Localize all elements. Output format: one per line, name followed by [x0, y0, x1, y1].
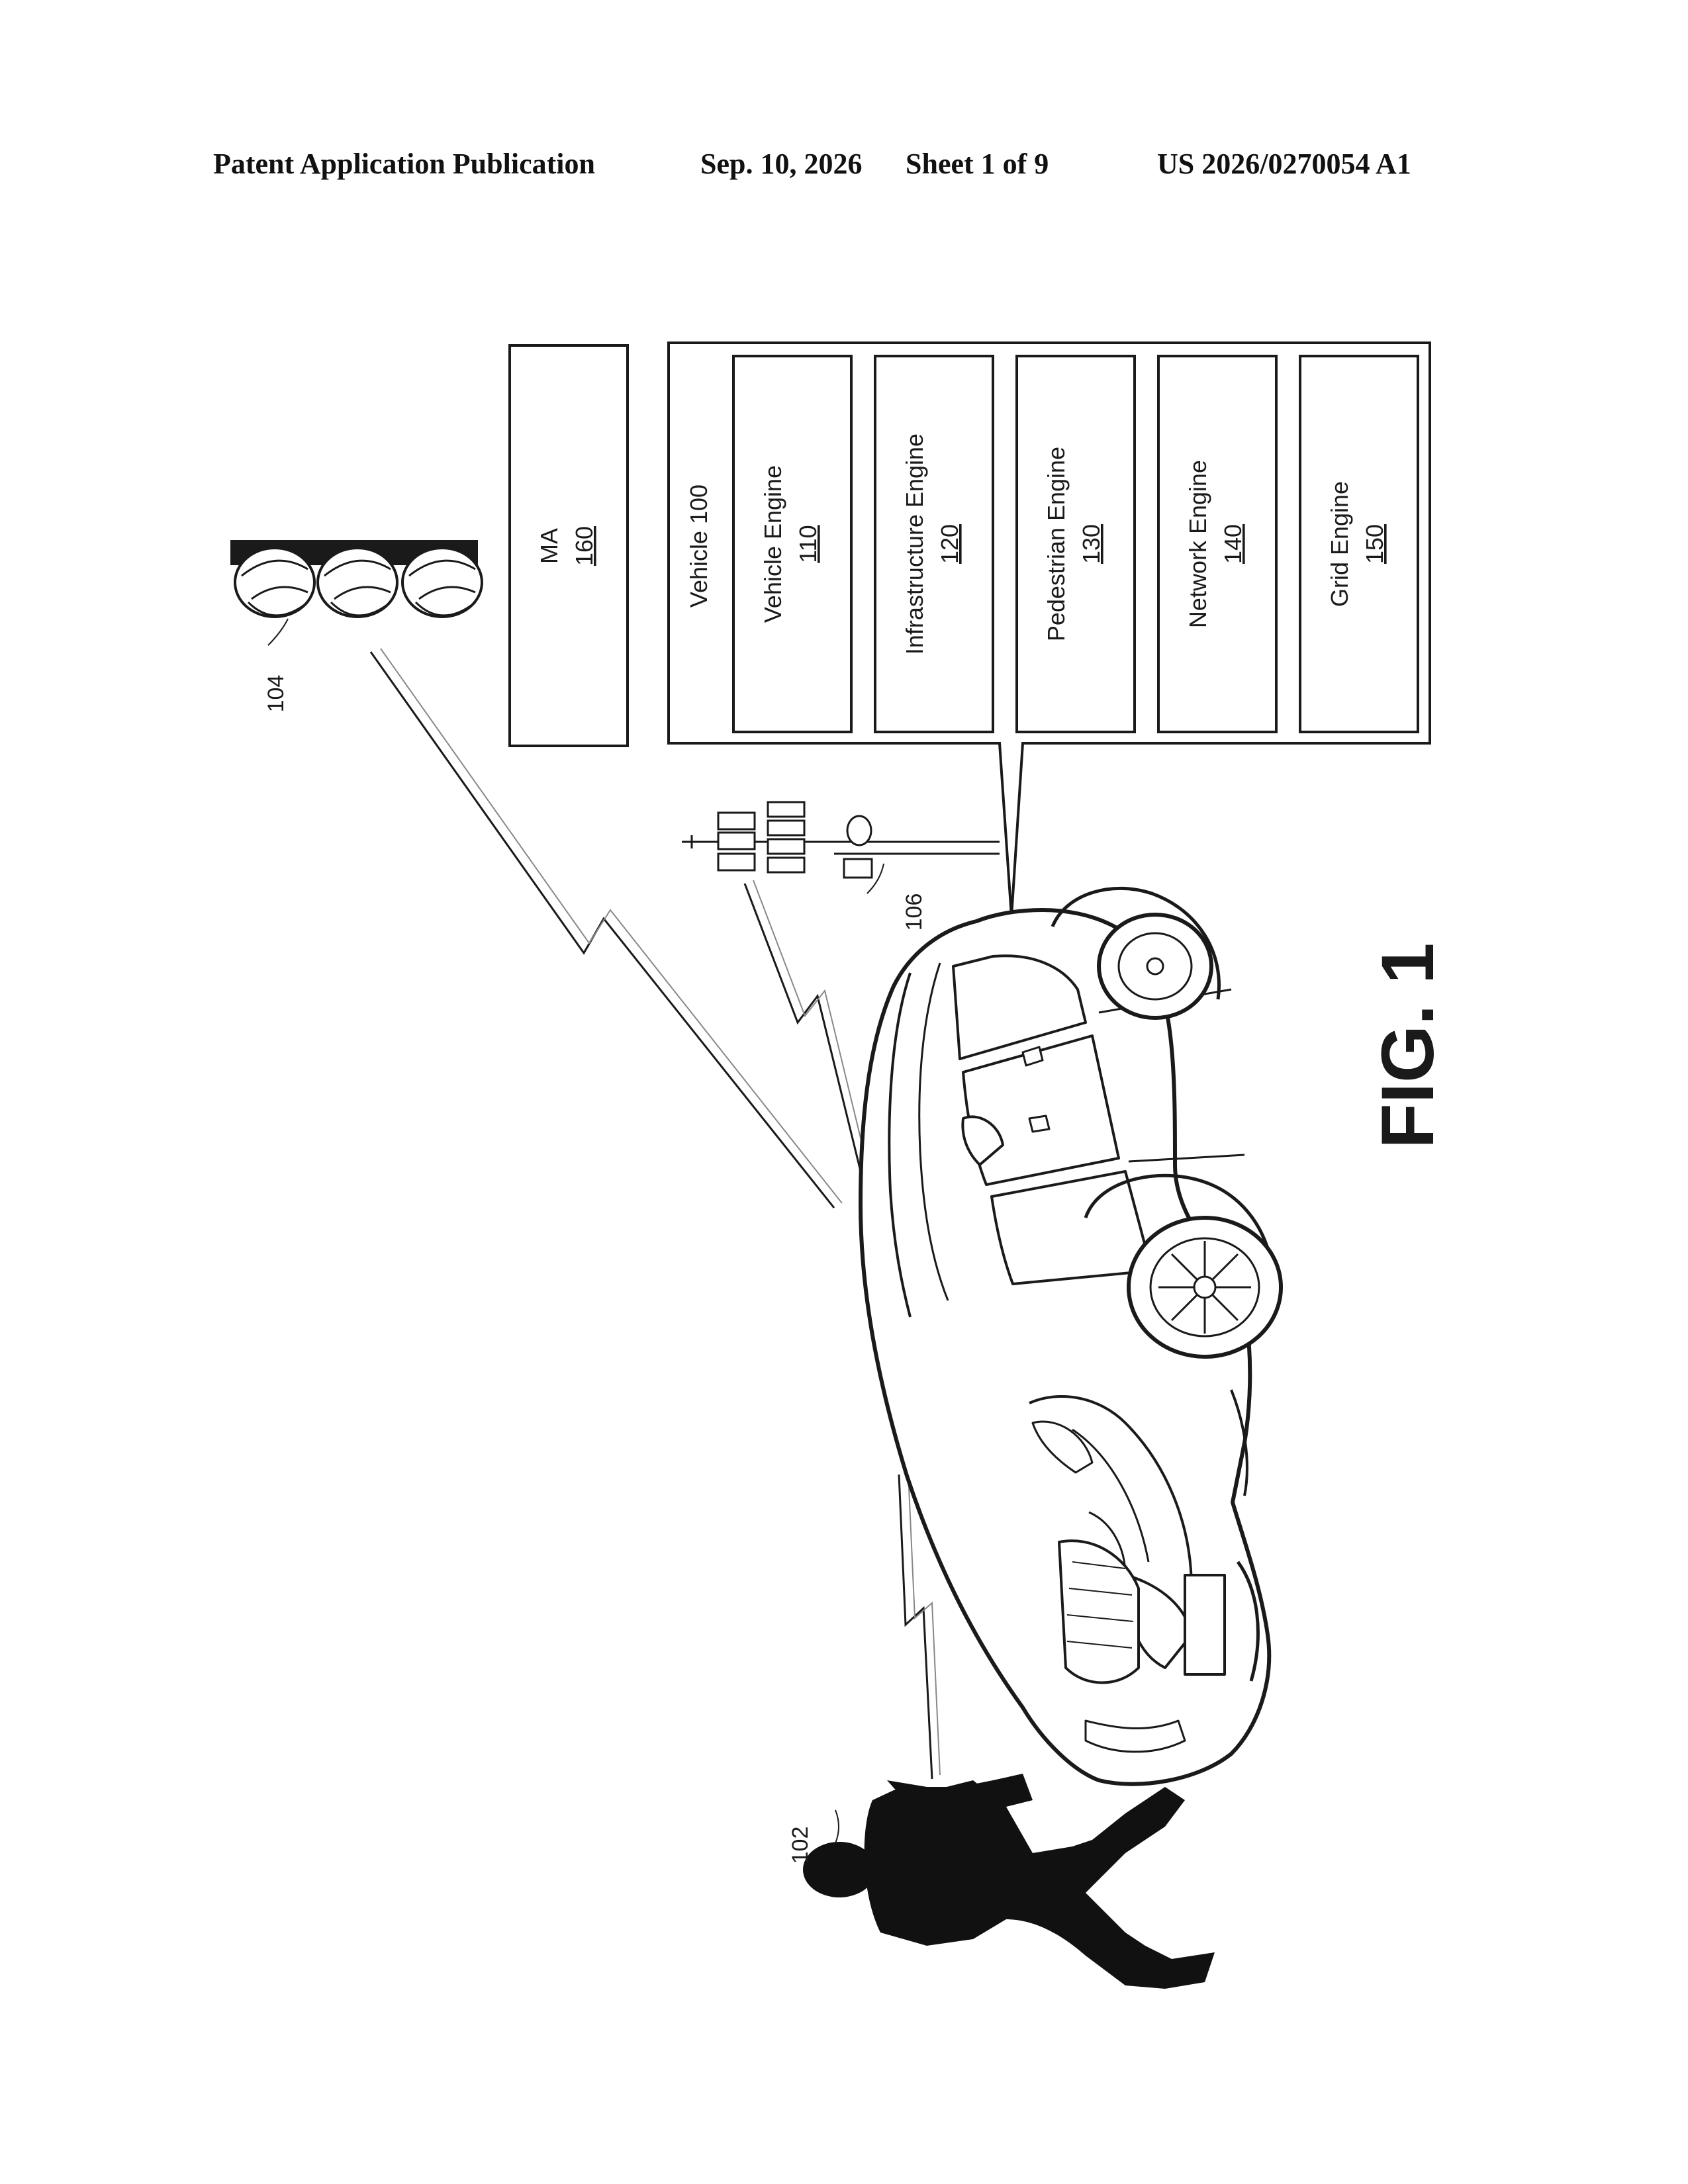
traffic-light-icon: [232, 541, 482, 617]
pedestrian-engine-label: Pedestrian Engine: [1043, 447, 1070, 641]
infrastructure-engine-label: Infrastructure Engine: [901, 433, 928, 655]
ma-box-title: MA: [536, 528, 563, 564]
network-engine-label: Network Engine: [1184, 460, 1211, 628]
vehicle-engine-label: Vehicle Engine: [759, 465, 786, 623]
figure-caption: FIG. 1: [1366, 942, 1449, 1148]
grid-engine-label: Grid Engine: [1326, 481, 1353, 607]
pedestrian-ref: 102: [788, 1827, 813, 1864]
roadside-unit-icon: [682, 802, 1000, 878]
vehicle-engine-ref: 110: [794, 525, 821, 563]
grid-engine-ref: 150: [1361, 524, 1388, 564]
infrastructure-engine-ref: 120: [936, 524, 963, 564]
traffic-light-ref: 104: [263, 675, 289, 713]
vehicle-illustration: [861, 888, 1281, 1784]
roadside-signal-icon: [745, 884, 864, 1185]
ma-box-ref: 160: [571, 526, 598, 566]
pedestrian-engine-ref: 130: [1078, 524, 1105, 564]
pedestrian-leader: [835, 1810, 839, 1843]
traffic-light-leader: [268, 619, 288, 645]
roadside-unit-ref: 106: [902, 893, 927, 931]
pedestrian-icon: [803, 1774, 1215, 1989]
vehicle-box-title: Vehicle 100: [685, 484, 712, 608]
ma-box: [510, 345, 628, 746]
network-engine-ref: 140: [1219, 524, 1246, 564]
